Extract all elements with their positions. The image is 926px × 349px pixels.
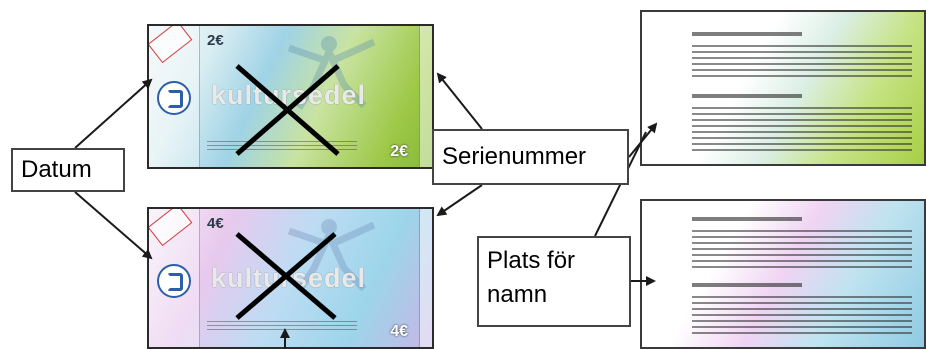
serial-number-strip <box>419 209 432 347</box>
arrow-serial-to-top <box>436 72 483 130</box>
back-text-block <box>692 296 912 336</box>
back-text-block <box>692 230 912 270</box>
voucher-back-top <box>640 10 926 166</box>
voucher-front-4-euro: 4€ kultursedel 4€ <box>147 207 434 349</box>
amount-bottom: 2€ <box>390 143 408 160</box>
brand-logo-text: kultursedel <box>211 80 367 110</box>
voucher-stub <box>149 26 200 167</box>
dancer-silhouette-icon <box>269 213 389 293</box>
amount-top: 2€ <box>207 32 224 49</box>
arrow-serial-to-bottom <box>436 184 483 217</box>
voucher-fineprint <box>207 321 357 333</box>
label-plats-line1: Plats för <box>487 247 576 274</box>
back-heading <box>692 94 802 98</box>
label-plats-for-namn: Plats för namn <box>477 236 631 327</box>
label-datum: Datum <box>11 148 125 192</box>
label-serienummer: Serienummer <box>432 129 629 185</box>
label-plats-line2: namn <box>487 281 548 308</box>
back-heading <box>692 217 802 221</box>
logo-icon <box>157 264 191 298</box>
back-text-block <box>692 45 912 81</box>
voucher-back-bottom <box>640 199 926 349</box>
logo-icon <box>157 81 191 115</box>
back-text-block <box>692 107 912 151</box>
voucher-stub <box>149 209 200 347</box>
cross-mark-bottom <box>235 232 337 320</box>
serial-number-strip <box>419 26 432 167</box>
back-heading <box>692 283 802 287</box>
voucher-front-2-euro: 2€ kultursedel 2€ <box>147 24 434 169</box>
cross-mark-top <box>235 64 340 156</box>
arrow-datum-to-bottom <box>74 191 153 260</box>
arrow-datum-to-top <box>74 78 153 149</box>
back-heading <box>692 32 802 36</box>
amount-top: 4€ <box>207 215 224 232</box>
amount-bottom: 4€ <box>390 323 408 340</box>
